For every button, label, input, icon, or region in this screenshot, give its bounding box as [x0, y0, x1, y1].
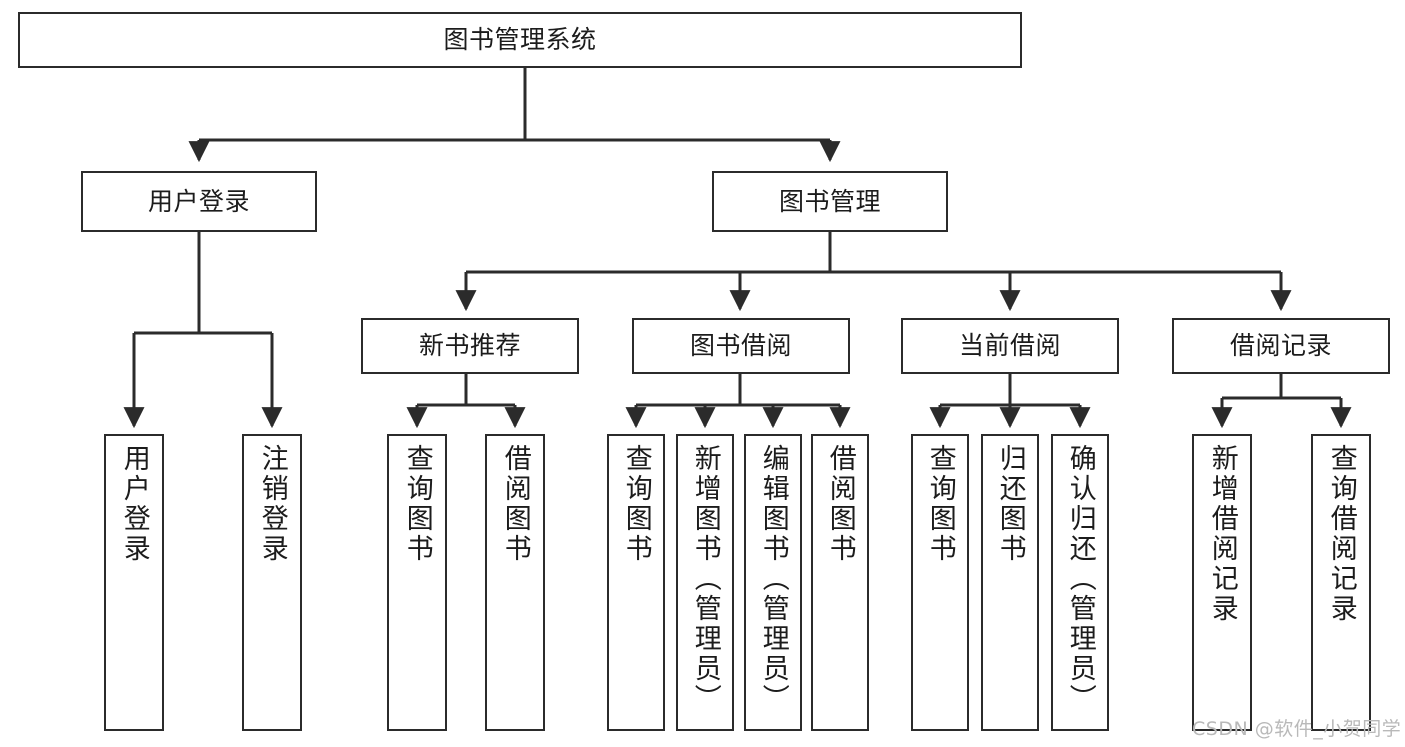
node-label: 图书管理: [778, 186, 881, 216]
leaf-query-book-current[interactable]: 查询图书: [911, 434, 969, 731]
node-book-borrow[interactable]: 图书借阅: [632, 318, 850, 374]
node-root-book-management-system[interactable]: 图书管理系统: [18, 12, 1022, 68]
node-label: 查询图书: [401, 444, 433, 564]
node-label: 借阅图书: [499, 444, 531, 564]
node-label: 查询图书: [620, 444, 652, 564]
node-label: 新增图书（管理员）: [689, 444, 721, 714]
leaf-query-book-borrow[interactable]: 查询图书: [607, 434, 665, 731]
node-label: 用户登录: [118, 444, 150, 564]
node-current-borrow[interactable]: 当前借阅: [901, 318, 1119, 374]
leaf-user-login[interactable]: 用户登录: [104, 434, 164, 731]
node-label: 确认归还（管理员）: [1064, 444, 1096, 714]
leaf-borrow-book-new-recommend[interactable]: 借阅图书: [485, 434, 545, 731]
node-label: 新书推荐: [418, 331, 521, 361]
leaf-return-book[interactable]: 归还图书: [981, 434, 1039, 731]
node-label: 查询图书: [924, 444, 956, 564]
watermark-text: CSDN @软件_小贺同学: [1192, 718, 1402, 740]
node-borrow-record[interactable]: 借阅记录: [1172, 318, 1390, 374]
node-label: 当前借阅: [958, 331, 1061, 361]
node-label: 用户登录: [147, 186, 250, 216]
node-label: 注销登录: [256, 444, 288, 564]
node-new-book-recommend[interactable]: 新书推荐: [361, 318, 579, 374]
node-label: 图书借阅: [689, 331, 792, 361]
leaf-borrow-book-borrow[interactable]: 借阅图书: [811, 434, 869, 731]
node-label: 新增借阅记录: [1206, 444, 1238, 624]
leaf-query-book-new-recommend[interactable]: 查询图书: [387, 434, 447, 731]
leaf-add-borrow-record[interactable]: 新增借阅记录: [1192, 434, 1252, 731]
leaf-add-book-admin[interactable]: 新增图书（管理员）: [676, 434, 734, 731]
node-label: 编辑图书（管理员）: [757, 444, 789, 714]
node-book-management[interactable]: 图书管理: [712, 171, 948, 232]
node-label: 查询借阅记录: [1325, 444, 1357, 624]
node-label: 借阅记录: [1229, 331, 1332, 361]
leaf-query-borrow-record[interactable]: 查询借阅记录: [1311, 434, 1371, 731]
node-label: 图书管理系统: [443, 25, 597, 55]
node-label: 归还图书: [994, 444, 1026, 564]
node-label: 借阅图书: [824, 444, 856, 564]
leaf-edit-book-admin[interactable]: 编辑图书（管理员）: [744, 434, 802, 731]
leaf-confirm-return-admin[interactable]: 确认归还（管理员）: [1051, 434, 1109, 731]
leaf-logout-login[interactable]: 注销登录: [242, 434, 302, 731]
node-user-login[interactable]: 用户登录: [81, 171, 317, 232]
